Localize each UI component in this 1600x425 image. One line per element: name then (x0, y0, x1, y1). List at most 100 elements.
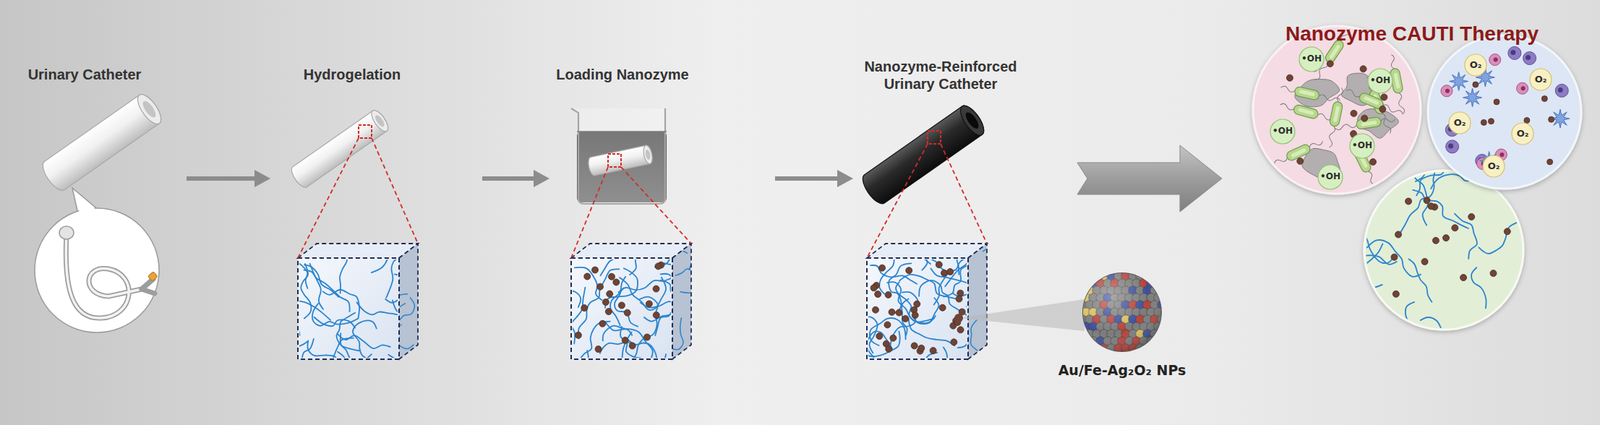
nanozyme-hydrogel-cube-part-part (885, 345, 893, 353)
hydrogel-circle-part-part (1454, 214, 1478, 259)
nanozyme-hydrogel-cube-part (868, 259, 967, 358)
catheter-tube-part (38, 91, 165, 195)
nanozyme-hydrogel-cube-part-part (921, 259, 959, 275)
nanoparticle (954, 264, 1174, 361)
nanozyme-hydrogel-cube-part-part (902, 315, 909, 322)
hydrogel-circle-part-part (1409, 258, 1433, 302)
nanozyme-hydrogel-cube-part-part (955, 295, 963, 303)
catheter-callout-part (72, 187, 100, 215)
catheter-tube-part (642, 144, 654, 165)
antibacterial-circle-part-part-part (1279, 102, 1295, 111)
zoom-line-part (297, 138, 359, 259)
nanoparticle-part-part (1081, 279, 1091, 288)
hydrogel-cube-part-part (321, 338, 354, 358)
antibacterial-circle-part-part-part (1355, 116, 1382, 130)
nanozyme-hydrogel-cube-part-part (921, 347, 948, 358)
nanozyme-hydrogel-cube-part-part (662, 318, 684, 350)
nanozyme-hydrogel-cube-part-part (918, 344, 925, 352)
hydrogel-circle-part-part (1399, 172, 1436, 235)
nanozyme-hydrogel-cube-part-part (957, 326, 964, 334)
catheter-tube-part (644, 148, 652, 160)
nanozyme-hydrogel-cube-part-part (870, 265, 917, 285)
immune-circle-part-part (1508, 46, 1522, 60)
nanoparticle-part-part (1150, 271, 1159, 281)
nanozyme-hydrogel-cube-part-part (913, 300, 921, 308)
antibacterial-circle-part-part (1279, 83, 1342, 106)
hydrogel-circle-part-part (1490, 270, 1497, 277)
nanoparticle-part-part (1153, 336, 1163, 346)
nanozyme-hydrogel-cube-part-part (664, 261, 671, 277)
nanozyme-hydrogel-cube-part-part (952, 293, 967, 317)
nanoparticle-part-part (1081, 351, 1091, 361)
nanoparticle-part-part (1092, 271, 1102, 281)
immune-circle-part-part (1445, 88, 1450, 94)
nanoparticle-part (958, 299, 1085, 332)
nanozyme-hydrogel-cube-part-part (890, 334, 897, 342)
antibacterial-circle-part-part-part (1266, 155, 1289, 169)
nanoparticle-part-part (1117, 264, 1127, 274)
nanozyme-hydrogel-cube-part-part (581, 305, 588, 312)
hydrogel-cube-part-part (363, 294, 408, 323)
nanozyme-hydrogel-cube-part-part (618, 275, 671, 293)
nanoparticle-part (1083, 273, 1162, 352)
arrow-head (533, 169, 550, 188)
nanoparticle-part-part (1161, 336, 1170, 346)
step-title: Nanozyme-Reinforced Urinary Catheter (857, 57, 1024, 93)
oxygen-bubble (1529, 68, 1552, 91)
beaker-part (576, 130, 667, 133)
nanoparticle-part-part (1139, 264, 1149, 274)
process-arrow (186, 169, 271, 188)
nanozyme-hydrogel-cube-part-part (605, 268, 638, 308)
nanoparticle-part-part (1110, 264, 1120, 274)
catheter-callout-part (74, 192, 97, 213)
oxygen-bubble (1464, 54, 1487, 76)
hydrogel-circle-part-part (1395, 231, 1402, 238)
nanozyme-hydrogel-cube-part-part (871, 306, 879, 314)
nanozyme-hydrogel-cube-part-part (934, 259, 967, 306)
immune-circle-part-part (1499, 152, 1504, 157)
nanoparticle-part-part (1146, 264, 1156, 274)
step-column: Hydrogelation (270, 50, 483, 217)
antibacterial-circle (1252, 26, 1421, 194)
immune-circle-part-part (1525, 54, 1531, 61)
nanozyme-hydrogel-cube-part-part (605, 308, 612, 316)
antibacterial-circle-part-part-part (1396, 92, 1406, 115)
species-label: O₂ (1534, 74, 1548, 85)
nanozyme-hydrogel-cube-part-part (652, 285, 660, 293)
antibacterial-circle-part-part-part (1308, 139, 1324, 150)
nanoparticle-part-part (1157, 271, 1167, 281)
hydrogel-circle-part-part (1405, 198, 1413, 205)
nanoparticle-part-part (1124, 264, 1134, 274)
zoom-line (866, 143, 987, 259)
nanoparticle-part-part (1164, 329, 1174, 339)
antibacterial-circle-part-part-part (1363, 96, 1380, 106)
hydrogel-cube-part-part (299, 259, 308, 289)
nanozyme-hydrogel-cube-part-part (982, 219, 1021, 252)
hydrogel-cube-part-part (299, 301, 331, 336)
immune-circle-part-part (1489, 54, 1501, 66)
nanozyme-hydrogel-cube-part-part (689, 206, 729, 270)
hydrogel-cube-part-part (352, 321, 377, 358)
nanozyme-hydrogel-cube-part-part (608, 273, 615, 280)
nanoparticle-part-part (1164, 271, 1174, 281)
nanozyme-hydrogel-cube-part-part (586, 331, 632, 358)
nanozyme-hydrogel-cube-part-part (629, 259, 658, 275)
nanoparticle-part-part (1081, 264, 1091, 274)
hydrogel-cube-part-part (385, 261, 398, 303)
nanozyme-hydrogel-cube-part-part (950, 339, 958, 346)
nanozyme-hydrogel-cube-part-part (895, 309, 903, 316)
step-title: Hydrogelation (303, 65, 401, 84)
nanozyme-hydrogel-cube-part-part (578, 268, 619, 339)
antibacterial-circle-part-part (1359, 65, 1367, 73)
hydrogel-circle-part-part (1405, 302, 1428, 361)
nanozyme-hydrogel-cube-part-part (876, 333, 883, 340)
catheter-tube-part (587, 144, 654, 177)
hydrogel-circle-part-part (1359, 233, 1394, 264)
nanozyme-hydrogel-cube-part-part (957, 289, 964, 297)
nanozyme-hydrogel-cube-part-part (868, 331, 893, 358)
catheter-callout-part (148, 271, 158, 282)
nanozyme-hydrogel-cube-part (571, 243, 692, 259)
catheter-tube-part (140, 99, 158, 120)
